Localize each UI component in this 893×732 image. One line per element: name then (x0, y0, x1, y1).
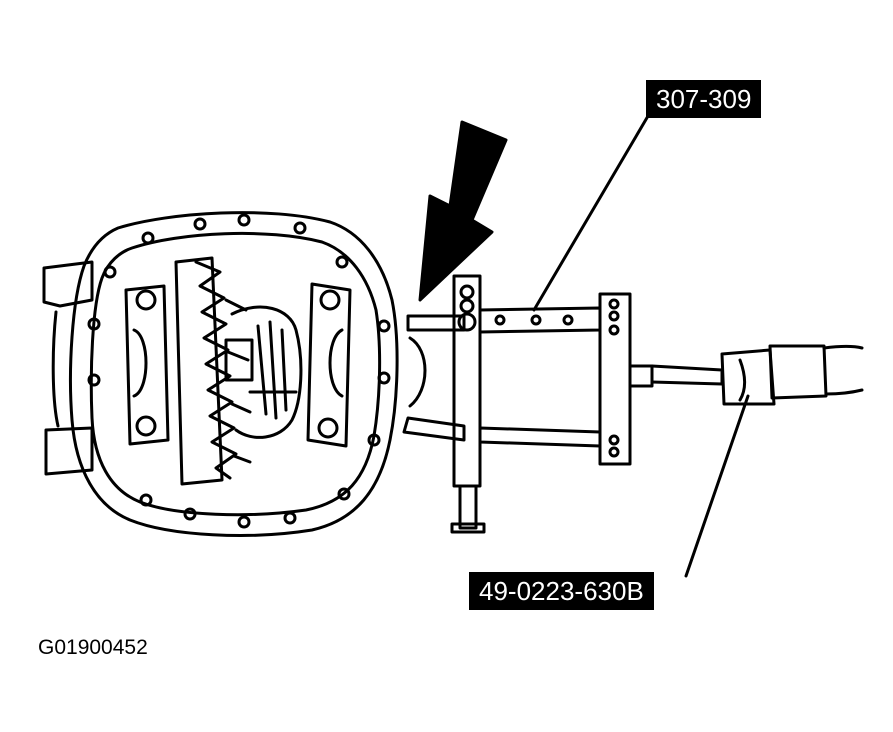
figure-id: G01900452 (38, 636, 148, 659)
tool-label-49-0223-630b: 49-0223-630B (469, 572, 654, 610)
leader-line-tool-a (532, 114, 650, 312)
differential-case (224, 305, 303, 439)
cover-flange (69, 211, 399, 537)
axle-housing-left (42, 260, 94, 476)
ring-gear (174, 256, 252, 486)
arrow-icon (418, 120, 508, 302)
spreader-tool (402, 274, 724, 534)
bearing-cap-left (124, 284, 170, 446)
bearing-cap-right (306, 282, 352, 448)
dial-indicator (720, 344, 864, 406)
tool-label-307-309: 307-309 (646, 80, 762, 118)
leader-line-tool-b (684, 394, 750, 578)
